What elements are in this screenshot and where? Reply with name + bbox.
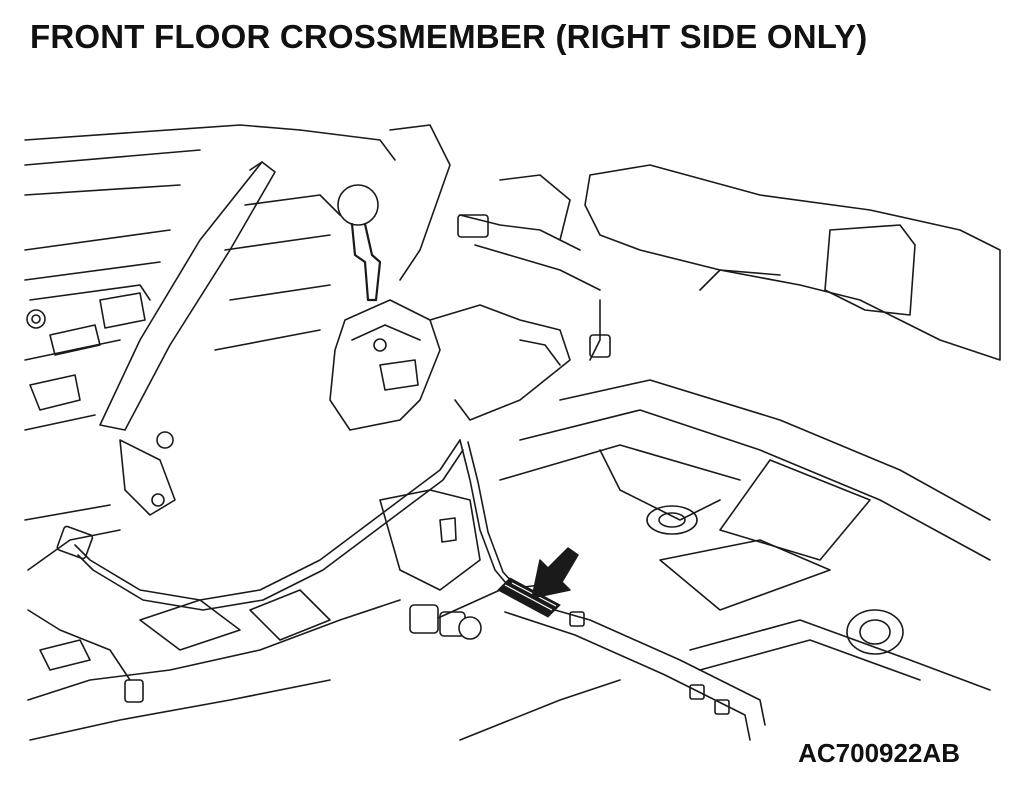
seat-cushion <box>584 164 1001 361</box>
figure-code: AC700922AB <box>798 738 960 768</box>
left-floor-panel <box>24 124 301 571</box>
parking-brake-lever <box>99 161 276 516</box>
arrow-pointer-icon <box>531 547 579 599</box>
shift-lever-assembly <box>329 184 571 431</box>
diagram-title: FRONT FLOOR CROSSMEMBER (RIGHT SIDE ONLY… <box>30 18 868 55</box>
wiring-harness <box>27 299 611 703</box>
center-tunnel <box>214 124 601 351</box>
right-floor-panel <box>499 379 991 691</box>
front-floor-crossmember <box>379 489 766 741</box>
left-lower-floor <box>27 589 401 741</box>
